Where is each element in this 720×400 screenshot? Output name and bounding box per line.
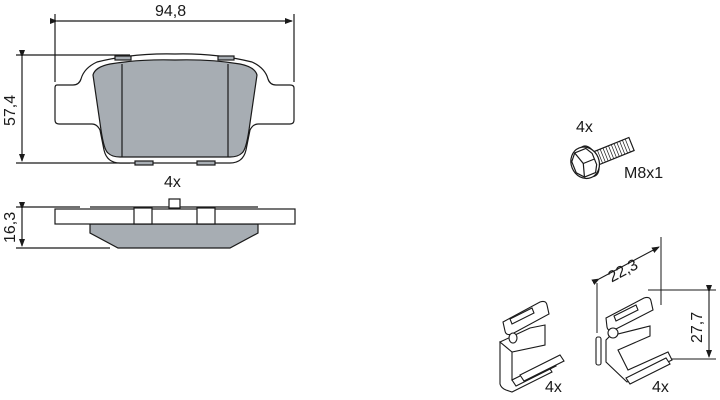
clip-height-label: 27,7 [689, 311, 706, 343]
clip-width-dimension-line [591, 246, 660, 285]
clip-2-quantity-label: 4x [652, 379, 669, 396]
brake-pad-side-view [16, 198, 296, 249]
pad-quantity-label: 4x [164, 174, 181, 191]
brake-pad-top-view [16, 14, 295, 166]
pad-height-label: 57,4 [2, 94, 19, 126]
clip-1-quantity-label: 4x [545, 379, 562, 396]
bolt-thread-label: M8x1 [624, 165, 664, 182]
bolt-quantity-label: 4x [576, 119, 593, 136]
clip-illustration-1 [498, 300, 565, 393]
clip-illustration-2 [591, 237, 716, 385]
pad-width-label: 94,8 [155, 3, 187, 20]
pad-thickness-label: 16,3 [2, 211, 19, 243]
bolt-illustration [570, 136, 635, 180]
